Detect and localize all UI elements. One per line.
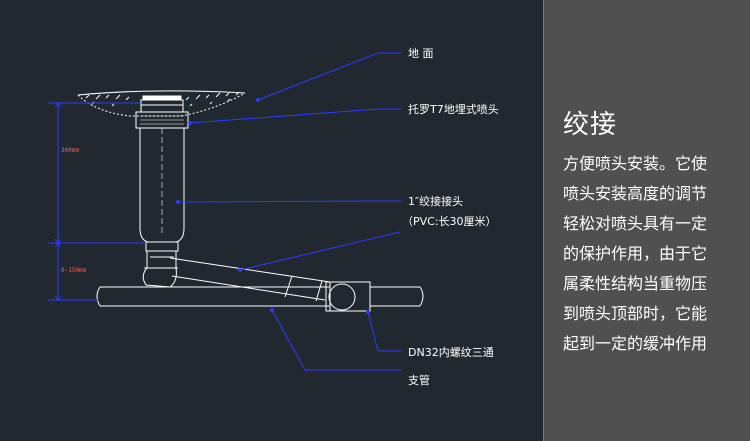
cad-drawing-panel: 300mm 0-150mm 地 面 托罗T7地埋式喷头: [0, 0, 543, 441]
description-line: 喷头安装高度的调节: [563, 184, 708, 203]
dimension-300mm: 300mm: [61, 147, 79, 154]
sprinkler-body: [139, 128, 185, 252]
label-ground: 地 面: [408, 47, 434, 60]
leader-lines: [177, 52, 402, 371]
label-toro-t7-sprinkler: 托罗T7地埋式喷头: [408, 102, 499, 116]
swing-joint: [142, 251, 331, 302]
label-swing-joint-spec: （PVC:长30厘米）: [402, 215, 497, 228]
dimension-0-150mm: 0-150mm: [61, 267, 87, 274]
branch-pipe-and-tee: [96, 281, 424, 312]
description-line: 到喷头顶部时，它能: [563, 304, 708, 323]
dimension-lines: [48, 102, 146, 301]
description-body: 方便喷头安装。它使 喷头安装高度的调节 轻松对喷头具有一定 的保护作用，由于它 …: [563, 149, 743, 359]
label-branch-pipe: 支管: [408, 373, 430, 387]
sprinkler-head: [135, 95, 189, 129]
label-swing-joint: 1″绞接接头: [408, 194, 463, 208]
description-line: 起到一定的缓冲作用: [563, 334, 708, 353]
description-line: 方便喷头安装。它使: [563, 154, 708, 173]
description-line: 属柔性结构当重物压: [563, 274, 708, 293]
description-line: 轻松对喷头具有一定: [563, 214, 708, 233]
description-panel: 绞接 方便喷头安装。它使 喷头安装高度的调节 轻松对喷头具有一定 的保护作用，由…: [543, 0, 750, 441]
label-dn32-tee: DN32内螺纹三通: [408, 345, 494, 359]
sprinkler-swing-joint-diagram: 300mm 0-150mm 地 面 托罗T7地埋式喷头: [48, 47, 499, 387]
leader-arrowheads: [176, 98, 370, 314]
description-title: 绞接: [563, 110, 618, 140]
description-line: 的保护作用，由于它: [563, 244, 708, 263]
